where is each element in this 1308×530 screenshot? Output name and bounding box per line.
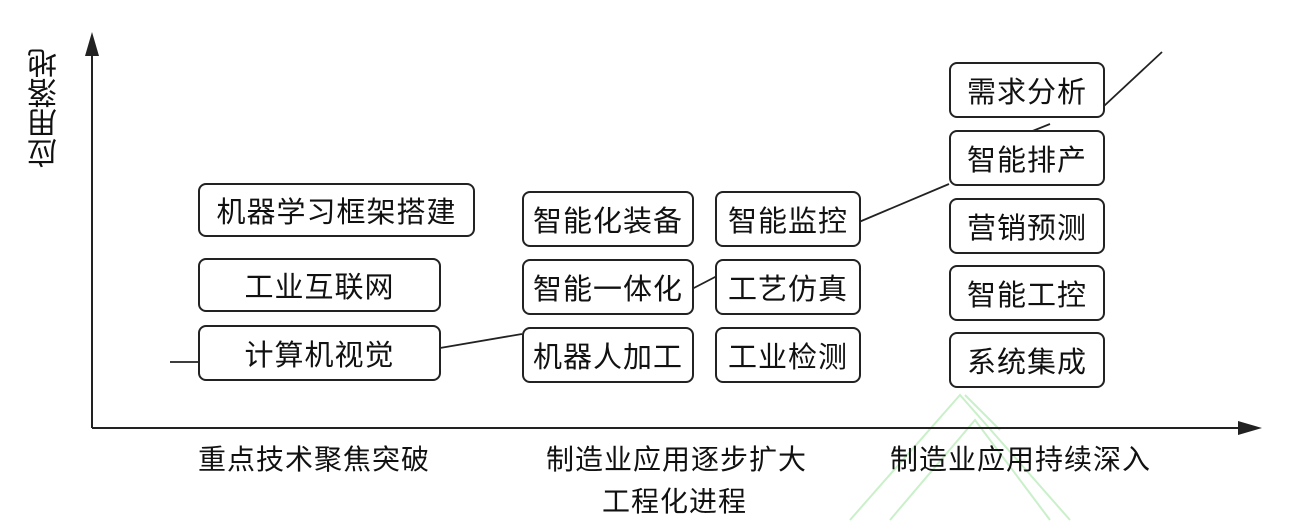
y-axis-arrow <box>85 32 99 56</box>
item-ml-framework: 机器学习框架搭建 <box>198 183 475 237</box>
y-axis-label: 应用落地 <box>28 48 63 168</box>
item-smart-equipment: 智能化装备 <box>522 191 694 247</box>
item-marketing-forecast: 营销预测 <box>949 198 1105 254</box>
stage-label-1: 重点技术聚焦突破 <box>198 443 431 476</box>
item-smart-integration: 智能一体化 <box>522 259 694 315</box>
item-robot-machining: 机器人加工 <box>522 327 694 383</box>
item-smart-control: 智能工控 <box>949 265 1105 321</box>
item-process-simulation: 工艺仿真 <box>715 259 861 315</box>
x-axis-arrow <box>1238 421 1262 435</box>
item-computer-vision: 计算机视觉 <box>198 325 441 381</box>
item-industrial-internet: 工业互联网 <box>198 258 441 312</box>
stage-label-2: 制造业应用逐步扩大 <box>546 443 808 476</box>
item-demand-analysis: 需求分析 <box>949 62 1105 118</box>
item-smart-scheduling: 智能排产 <box>949 130 1105 186</box>
item-industrial-inspection: 工业检测 <box>715 327 861 383</box>
item-smart-monitoring: 智能监控 <box>715 191 861 247</box>
stage-label-3: 制造业应用持续深入 <box>890 443 1152 476</box>
item-system-integration: 系统集成 <box>949 332 1105 388</box>
x-axis-label: 工程化进程 <box>602 485 748 518</box>
watermark <box>849 393 1071 521</box>
